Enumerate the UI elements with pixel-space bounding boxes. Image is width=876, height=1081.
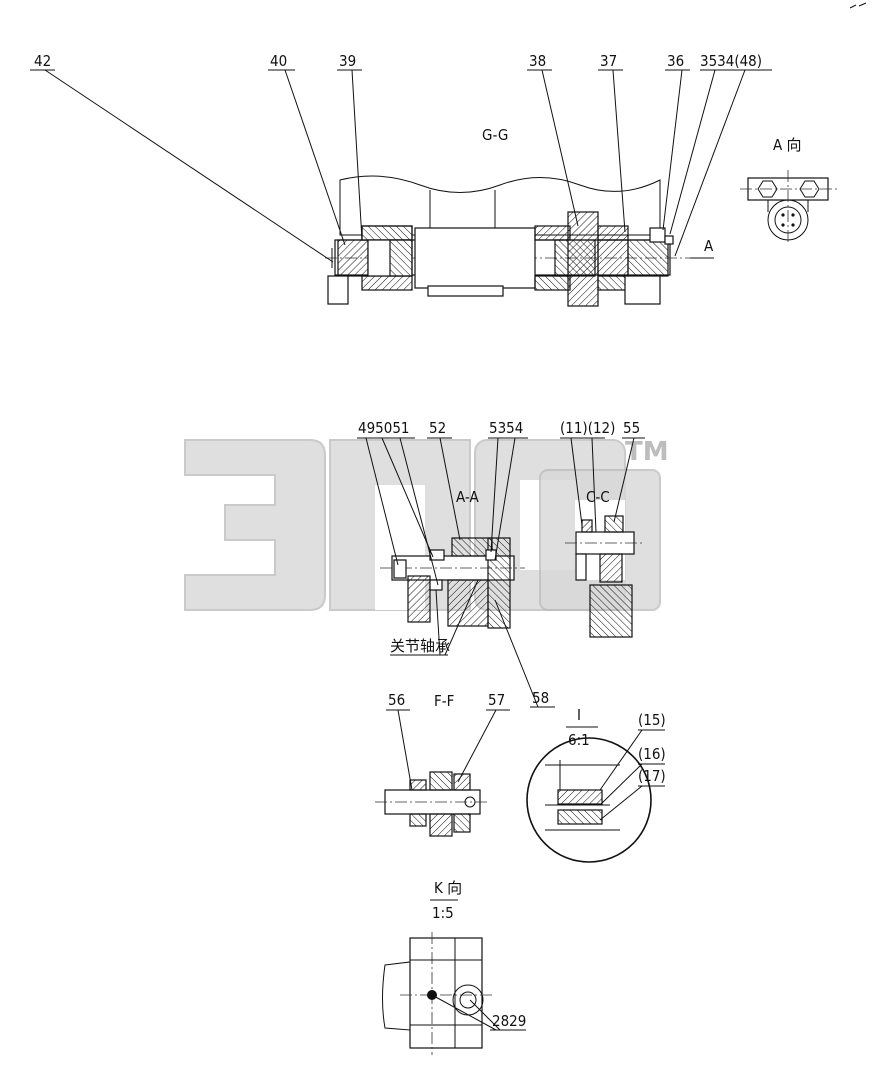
- callout-5354: 5354: [489, 419, 523, 437]
- k-direction-view: [382, 932, 495, 1055]
- callout-495051: 495051: [358, 419, 410, 437]
- detail-i-title: I: [577, 706, 581, 724]
- watermark-tm: TM: [625, 437, 669, 467]
- callout-16: (16): [638, 745, 666, 763]
- a-direction-view: [740, 170, 840, 245]
- detail-i-scale: 6:1: [568, 731, 590, 749]
- k-view-scale: 1:5: [432, 904, 454, 922]
- detail-i-callouts: (15) (16) (17): [599, 711, 666, 821]
- callout-38: 38: [529, 52, 546, 70]
- joint-bearing-label: 关节轴承: [390, 637, 450, 655]
- callout-2829: 2829: [492, 1012, 526, 1030]
- section-marker-a: A: [704, 237, 714, 255]
- cc-callouts: (11)(12) 55: [560, 419, 645, 533]
- callout-57: 57: [488, 691, 505, 709]
- callout-17: (17): [638, 767, 666, 785]
- aa-title: A-A: [456, 488, 479, 506]
- corner-mark: [849, 2, 867, 9]
- ff-callouts: 56 57: [386, 691, 510, 791]
- callout-58: 58: [532, 689, 549, 707]
- callout-39: 39: [339, 52, 356, 70]
- callout-52: 52: [429, 419, 446, 437]
- k-view-callouts: 2829: [431, 994, 526, 1031]
- gg-section-view: [325, 175, 700, 307]
- aa-section-view: [380, 537, 525, 629]
- watermark-logo: TM: [184, 437, 669, 611]
- gg-title: G-G: [482, 126, 508, 144]
- cc-section-view: [565, 515, 645, 638]
- cc-title: C-C: [586, 488, 610, 506]
- callout-11-12: (11)(12): [560, 419, 615, 437]
- callout-3534-48: 3534(48): [700, 52, 762, 70]
- callout-42: 42: [34, 52, 51, 70]
- callout-55: 55: [623, 419, 640, 437]
- aa-callouts: 495051 52 5354 关节轴承 58: [357, 419, 555, 708]
- callout-15: (15): [638, 711, 666, 729]
- k-view-title: K 向: [434, 879, 462, 897]
- ff-section-view: [375, 771, 490, 837]
- callout-37: 37: [600, 52, 617, 70]
- detail-i-view: [526, 737, 652, 863]
- gg-callouts: 42 40 39 38 37 36 3534(48) A: [30, 52, 772, 263]
- ff-title: F-F: [434, 692, 454, 710]
- callout-36: 36: [667, 52, 684, 70]
- callout-56: 56: [388, 691, 405, 709]
- callout-40: 40: [270, 52, 287, 70]
- a-view-title: A 向: [773, 136, 802, 154]
